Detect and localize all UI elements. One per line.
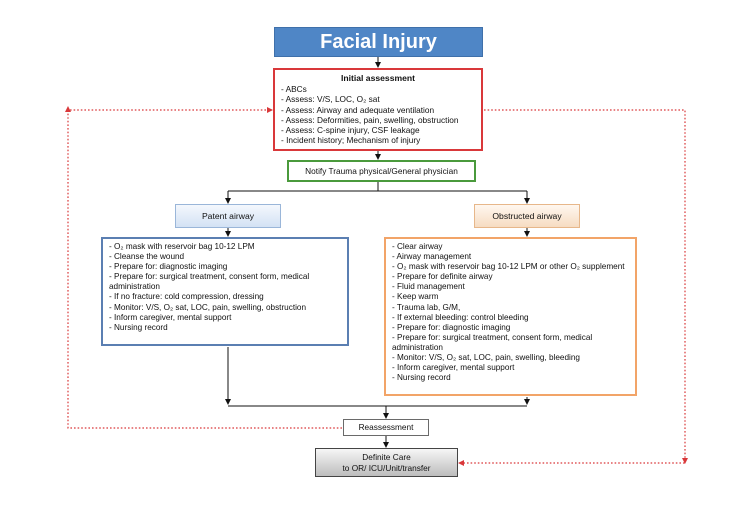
patent-airway-box: - O₂ mask with reservoir bag 10-12 LPM -… xyxy=(101,237,349,346)
page-title: Facial Injury xyxy=(320,31,437,53)
obstructed-item: - O₂ mask with reservoir bag 10-12 LPM o… xyxy=(392,262,625,272)
initial-item: - Assess: Deformities, pain, swelling, o… xyxy=(281,114,459,125)
obstructed-airway-heading: Obstructed airway xyxy=(492,211,562,221)
obstructed-airway-header: Obstructed airway xyxy=(474,204,580,228)
loop-initial-to-definite xyxy=(458,109,686,466)
patent-item: - Monitor: V/S, O₂ sat, LOC, pain, swell… xyxy=(109,302,307,312)
obstructed-item: - Prepare for: surgical treatment, conse… xyxy=(392,332,593,352)
obstructed-item: - Airway management xyxy=(392,252,472,262)
patent-item: - Prepare for: diagnostic imaging xyxy=(109,262,228,272)
initial-item: - Incident history; Mechanism of injury xyxy=(281,135,421,146)
patent-item: - O₂ mask with reservoir bag 10-12 LPM xyxy=(109,242,255,251)
obstructed-item: - Keep warm xyxy=(392,292,439,302)
patent-airway-header: Patent airway xyxy=(175,204,281,228)
title-box: Facial Injury xyxy=(274,27,483,57)
notify-text: Notify Trauma physical/General physician xyxy=(305,166,458,176)
initial-item: - Assess: Airway and adequate ventilatio… xyxy=(281,104,435,115)
obstructed-item: - Trauma lab, G/M, xyxy=(392,302,461,312)
reassessment-text: Reassessment xyxy=(358,422,414,432)
initial-item: - Assess: V/S, LOC, O₂ sat xyxy=(281,94,380,105)
definite-care-line1: Definite Care xyxy=(362,452,411,462)
definite-care-box: Definite Care to OR/ ICU/Unit/transfer xyxy=(315,448,458,477)
obstructed-airway-box: - Clear airway - Airway management - O₂ … xyxy=(384,237,637,396)
loop-arrowhead-top-left xyxy=(65,106,71,112)
obstructed-item: - If external bleeding: control bleeding xyxy=(392,312,529,322)
initial-assessment-heading: Initial assessment xyxy=(340,73,416,83)
initial-assessment-box: Initial assessment - ABCs - Assess: V/S,… xyxy=(273,68,483,151)
initial-item: - Assess: C-spine injury, CSF leakage xyxy=(281,125,420,136)
patent-item: - Inform caregiver, mental support xyxy=(109,312,232,322)
patent-item: - Cleanse the wound xyxy=(109,252,185,262)
obstructed-item: - Clear airway xyxy=(392,242,443,251)
obstructed-item: - Prepare for: diagnostic imaging xyxy=(392,322,511,332)
loop-reass-to-initial xyxy=(67,107,342,429)
loop-arrowhead-bottom-right xyxy=(682,458,688,464)
obstructed-item: - Prepare for definite airway xyxy=(392,272,493,282)
patent-item: - Nursing record xyxy=(109,322,168,332)
patent-airway-heading: Patent airway xyxy=(201,211,255,221)
patent-item: - If no fracture: cold compression, dres… xyxy=(109,292,264,302)
obstructed-item: - Inform caregiver, mental support xyxy=(392,363,515,373)
initial-item: - ABCs xyxy=(281,84,307,95)
obstructed-item: - Monitor: V/S, O₂ sat, LOC, pain, swell… xyxy=(392,353,580,363)
notify-box: Notify Trauma physical/General physician xyxy=(287,160,476,182)
patent-item: - Prepare for: surgical treatment, conse… xyxy=(109,272,310,292)
definite-care-line2: to OR/ ICU/Unit/transfer xyxy=(342,462,431,473)
obstructed-item: - Nursing record xyxy=(392,373,451,383)
obstructed-item: - Fluid management xyxy=(392,282,465,292)
reassessment-box: Reassessment xyxy=(343,419,429,436)
